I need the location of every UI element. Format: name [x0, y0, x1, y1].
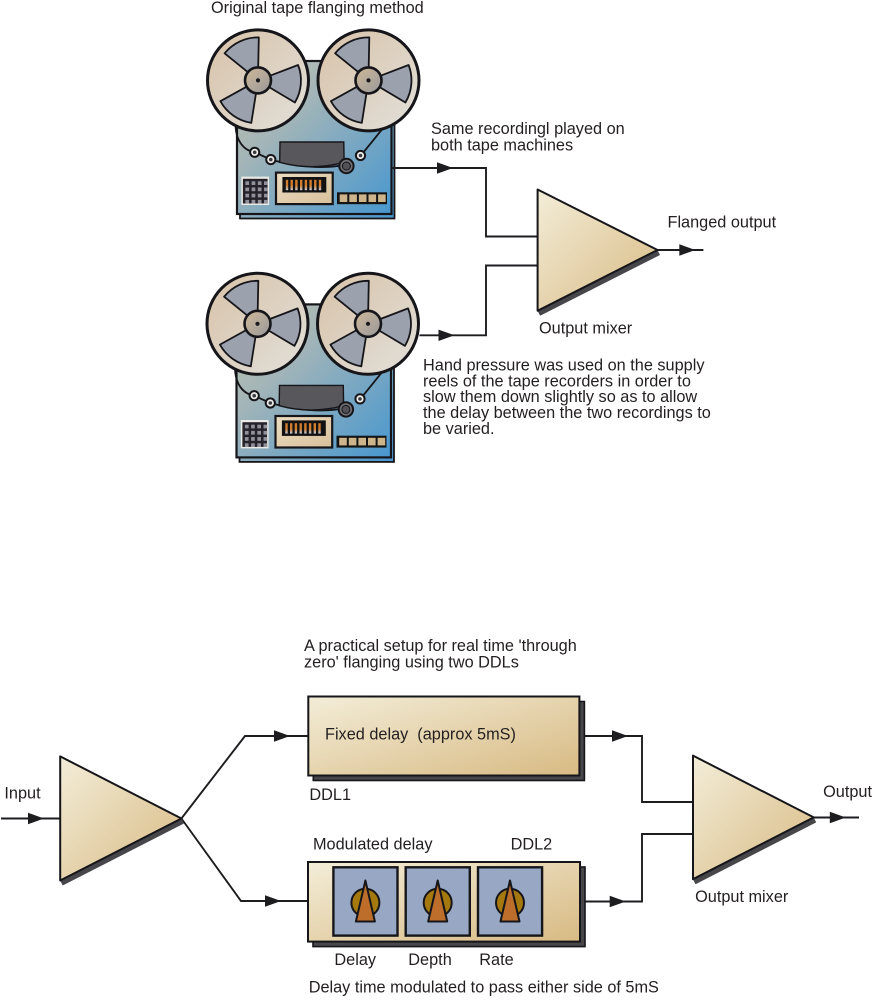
svg-text:both tape machines: both tape machines [431, 136, 573, 154]
svg-text:A practical setup for real tim: A practical setup for real time 'through [304, 637, 577, 655]
svg-text:Output mixer: Output mixer [695, 888, 789, 906]
svg-text:Depth: Depth [408, 951, 451, 969]
svg-text:zero' flanging using two DDLs: zero' flanging using two DDLs [304, 654, 519, 672]
svg-text:reels of the tape recorders in: reels of the tape recorders in order to [423, 372, 691, 390]
svg-text:Output mixer: Output mixer [539, 320, 633, 338]
svg-text:Output: Output [823, 783, 872, 801]
svg-text:DDL1: DDL1 [309, 786, 351, 804]
svg-text:Delay: Delay [334, 951, 376, 969]
svg-text:Modulated delay: Modulated delay [313, 836, 433, 854]
svg-text:Rate: Rate [479, 951, 513, 969]
svg-text:be varied.: be varied. [423, 420, 495, 438]
svg-text:Input: Input [4, 785, 41, 803]
svg-text:slow them down slightly so as: slow them down slightly so as to allow [423, 388, 697, 406]
svg-text:DDL2: DDL2 [511, 836, 553, 854]
svg-text:Flanged output: Flanged output [668, 214, 777, 232]
svg-text:Hand pressure was used on the: Hand pressure was used on the supply [423, 357, 705, 375]
svg-text:Same recordingl played on: Same recordingl played on [431, 120, 625, 138]
svg-text:Original tape flanging method: Original tape flanging method [211, 0, 424, 17]
svg-text:Delay time modulated to pass e: Delay time modulated to pass either side… [309, 978, 659, 996]
svg-text:the delay between the two reco: the delay between the two recordings to [423, 404, 711, 422]
svg-text:Fixed delay (approx 5mS): Fixed delay (approx 5mS) [325, 726, 516, 744]
